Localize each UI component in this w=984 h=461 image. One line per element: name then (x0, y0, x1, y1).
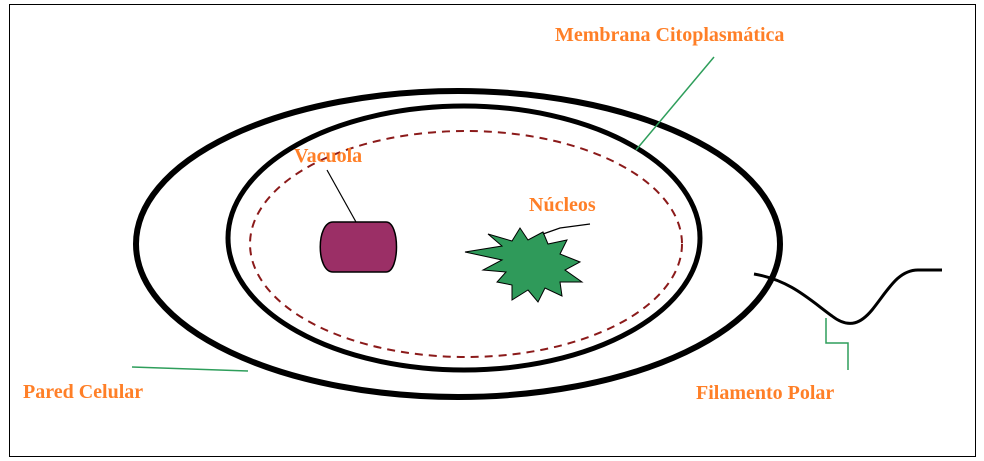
label-nucleos: Núcleos (529, 194, 596, 216)
polar-filament-line (754, 270, 942, 323)
filamento-leader-line (826, 318, 848, 370)
vacuola-leader-line (327, 170, 356, 222)
pared-leader-line (132, 367, 248, 371)
label-vacuola: Vacuola (294, 145, 362, 167)
nucleus-shape (465, 228, 582, 302)
label-filamento-polar: Filamento Polar (696, 382, 834, 404)
vacuole-shape (320, 222, 396, 272)
cell-wall-ellipse (136, 91, 780, 397)
label-pared-celular: Pared Celular (23, 381, 143, 403)
membrana-leader-line (636, 57, 714, 150)
nucleos-leader-line (543, 224, 590, 234)
label-membrana-citoplasmatica: Membrana Citoplasmática (555, 24, 784, 46)
